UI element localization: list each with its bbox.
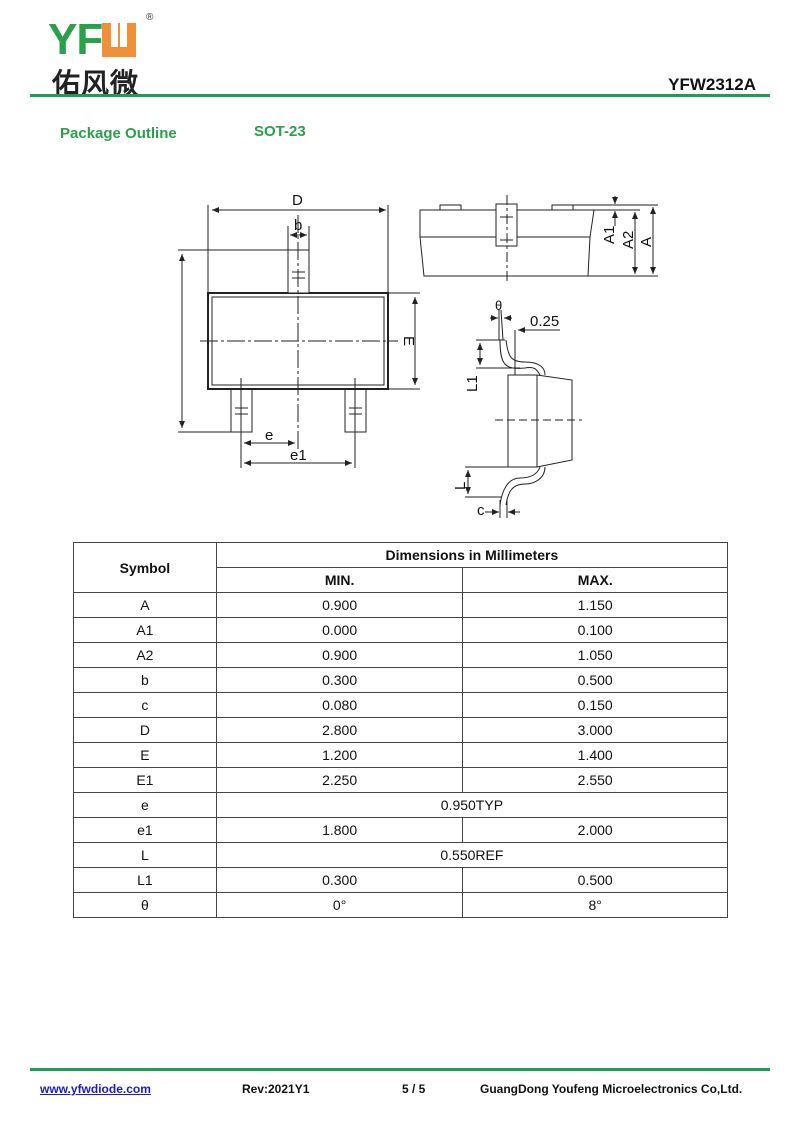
page-number: 5 / 5	[402, 1082, 426, 1096]
registered-mark: ®	[146, 12, 154, 23]
cell-sym: A1	[73, 617, 217, 643]
cell-sym: L	[73, 842, 217, 868]
header-divider	[30, 94, 770, 97]
cell-sym: L1	[73, 867, 217, 893]
cell-sym: E	[73, 742, 217, 768]
cell-max: 3.000	[462, 717, 728, 743]
symbol-header: Symbol	[73, 542, 217, 593]
cell-sym: E1	[73, 767, 217, 793]
dim-label-D: D	[292, 192, 303, 209]
dim-label-A2: A2	[620, 231, 637, 249]
cell-min: 2.800	[215, 717, 464, 743]
cell-sym: A2	[73, 642, 217, 668]
dim-label-theta: θ	[495, 298, 502, 313]
dim-label-E: E	[400, 336, 417, 346]
dim-label-b: b	[294, 217, 302, 234]
website-link[interactable]: www.yfwdiode.com	[40, 1082, 151, 1096]
dim-label-0-25: 0.25	[530, 313, 559, 330]
revision: Rev:2021Y1	[242, 1082, 310, 1096]
cell-max: 2.000	[462, 817, 728, 843]
cell-sym: θ	[73, 892, 217, 918]
dim-label-A1: A1	[601, 226, 618, 244]
dim-label-c: c	[477, 502, 485, 519]
part-number: YFW2312A	[668, 75, 756, 94]
cell-min: 1.200	[215, 742, 464, 768]
cell-min: 0.080	[215, 692, 464, 718]
company-name: GuangDong Youfeng Microelectronics Co,Lt…	[480, 1082, 743, 1096]
dim-label-L1: L1	[464, 375, 481, 392]
dim-label-e1: e1	[290, 447, 307, 464]
dim-label-A: A	[638, 237, 655, 247]
top-view	[178, 205, 420, 468]
section-title: Package Outline	[60, 125, 177, 142]
cell-max: 8°	[462, 892, 728, 918]
cell-min: 0.000	[215, 617, 464, 643]
dim-label-e: e	[265, 427, 273, 444]
cell-max: 1.150	[462, 592, 728, 618]
cell-min: 0°	[215, 892, 464, 918]
max-header: MAX.	[462, 567, 728, 593]
cell-max: 1.400	[462, 742, 728, 768]
cell-max: 1.050	[462, 642, 728, 668]
cell-min: 0.900	[215, 592, 464, 618]
side-view	[419, 195, 658, 282]
company-logo: YF	[48, 18, 137, 62]
cell-sym: b	[73, 667, 217, 693]
cell-min: 0.300	[215, 867, 464, 893]
profile-view	[465, 309, 582, 518]
package-outline-drawing: D b E e e1 A1 A2 A θ 0.25 L1 L c	[178, 192, 658, 519]
cell-min: 0.300	[215, 667, 464, 693]
cell-max: 0.100	[462, 617, 728, 643]
cell-max: 0.500	[462, 667, 728, 693]
cell-span: 0.550REF	[215, 842, 729, 868]
min-header: MIN.	[215, 567, 464, 593]
cell-sym: D	[73, 717, 217, 743]
cell-sym: e	[73, 792, 217, 818]
cell-max: 2.550	[462, 767, 728, 793]
dimensions-header: Dimensions in Millimeters	[215, 542, 729, 568]
cell-min: 0.900	[215, 642, 464, 668]
package-name: SOT-23	[254, 123, 306, 140]
footer-divider	[30, 1068, 770, 1071]
cell-sym: c	[73, 692, 217, 718]
cell-min: 2.250	[215, 767, 464, 793]
dim-label-L: L	[452, 482, 469, 490]
cell-sym: e1	[73, 817, 217, 843]
cell-min: 1.800	[215, 817, 464, 843]
cell-max: 0.150	[462, 692, 728, 718]
cell-max: 0.500	[462, 867, 728, 893]
cell-span: 0.950TYP	[215, 792, 729, 818]
cell-sym: A	[73, 592, 217, 618]
dimensions-table: Symbol Dimensions in Millimeters MIN. MA…	[73, 542, 729, 918]
